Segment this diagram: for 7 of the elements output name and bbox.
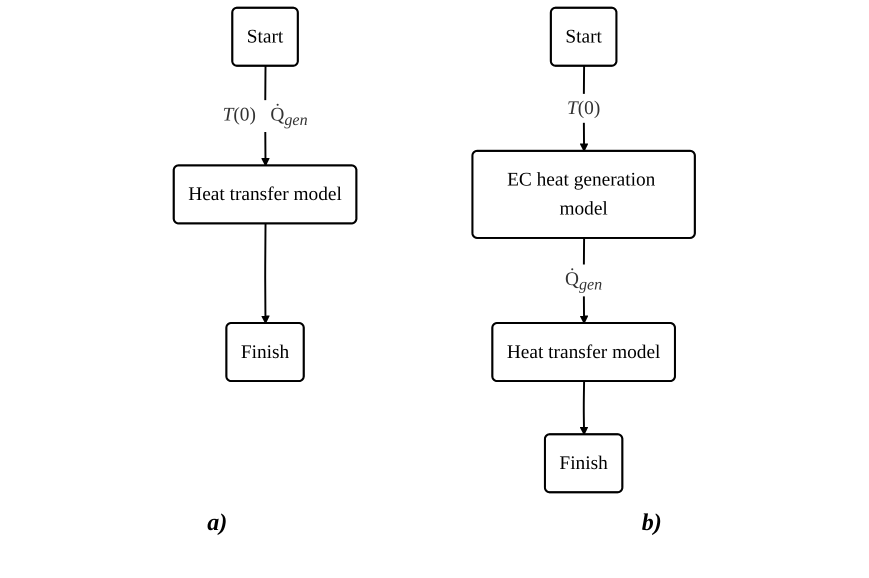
edge-label: T(0)	[567, 98, 600, 119]
edge-label: Q̇$_{gen}$	[565, 268, 602, 294]
edge-label: T(0) Q̇$_{gen}$	[222, 104, 308, 130]
arrow	[261, 224, 270, 324]
panel-label: a)	[207, 510, 228, 537]
arrow	[580, 382, 588, 436]
panel-label: b)	[642, 510, 662, 537]
